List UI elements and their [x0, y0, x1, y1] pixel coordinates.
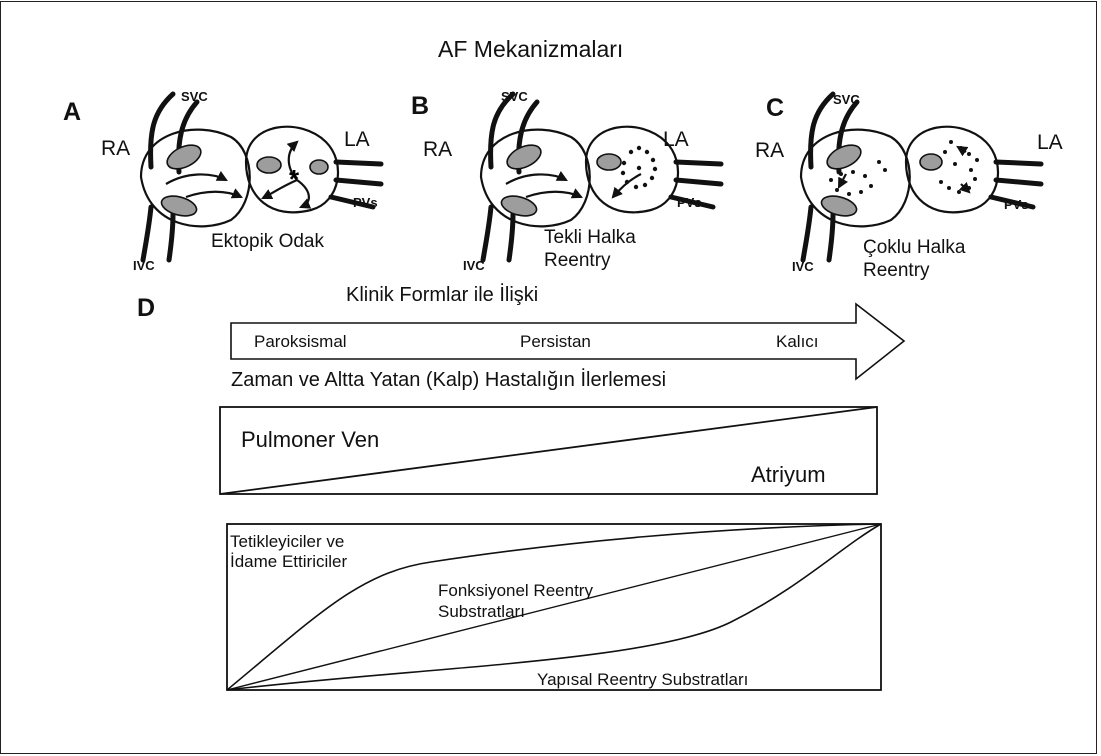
- figure-title: AF Mekanizmaları: [438, 38, 623, 61]
- box2-functional-line-1: Fonksiyonel Reentry: [438, 581, 593, 600]
- ivc-vessel-a: [143, 207, 151, 260]
- panel-a-letter: A: [63, 100, 81, 125]
- box2-trigger-line-1: Tetikleyiciler ve: [230, 532, 344, 551]
- panel-c-letter: C: [766, 96, 784, 121]
- arrow-label-persistent: Persistan: [520, 333, 591, 350]
- left-atrium-c: [906, 127, 998, 213]
- panel-a-pvs-label: PVs: [353, 196, 378, 209]
- panel-b-ra-label: RA: [423, 139, 452, 160]
- arrow-label-permanent: Kalıcı: [776, 333, 819, 350]
- panel-c-mechanism-line-2: Reentry: [863, 261, 930, 282]
- panel-a-ivc-label: IVC: [133, 259, 155, 272]
- panel-a-mechanism-line-1: Ektopik Odak: [211, 232, 324, 253]
- panel-c-svc-label: SVC: [833, 93, 860, 106]
- panel-b-ivc-label: IVC: [463, 259, 485, 272]
- panel-a-la-label: LA: [344, 129, 370, 150]
- box1-atrium-label: Atriyum: [751, 464, 826, 486]
- arrow-label-paroxysmal: Paroksismal: [254, 333, 347, 350]
- panel-a-ra-label: RA: [101, 138, 130, 159]
- svg-text:*: *: [289, 164, 300, 194]
- ivc-vessel-c: [803, 207, 811, 260]
- progression-label: Zaman ve Altta Yatan (Kalp) Hastalığın İ…: [231, 370, 666, 390]
- heart-c-illustration: [801, 94, 1041, 260]
- panel-c-pvs-label: PVs: [1004, 198, 1029, 211]
- panel-c-la-label: LA: [1037, 132, 1063, 153]
- box2-trigger-line-2: İdame Ettiriciler: [230, 552, 347, 571]
- panel-b-mechanism-line-1: Tekli Halka: [544, 228, 636, 249]
- panel-b-mechanism-line-2: Reentry: [544, 251, 611, 272]
- panel-c-ra-label: RA: [755, 140, 784, 161]
- box2-structural-label: Yapısal Reentry Substratları: [537, 670, 748, 689]
- panel-b-letter: B: [411, 94, 429, 119]
- panel-c-ivc-label: IVC: [792, 260, 814, 273]
- panel-b-pvs-label: PVs: [677, 196, 702, 209]
- panel-d-letter: D: [137, 296, 155, 321]
- panel-a-svc-label: SVC: [181, 90, 208, 103]
- panel-b-svc-label: SVC: [501, 90, 528, 103]
- panel-b-la-label: LA: [663, 129, 689, 150]
- box1-pulmonary-vein-label: Pulmoner Ven: [241, 429, 379, 451]
- box2-functional-line-2: Substratları: [438, 602, 525, 621]
- clinical-forms-heading: Klinik Formlar ile İlişki: [346, 285, 538, 305]
- ivc-vessel-b: [483, 207, 491, 260]
- panel-c-mechanism-line-1: Çoklu Halka: [863, 238, 965, 259]
